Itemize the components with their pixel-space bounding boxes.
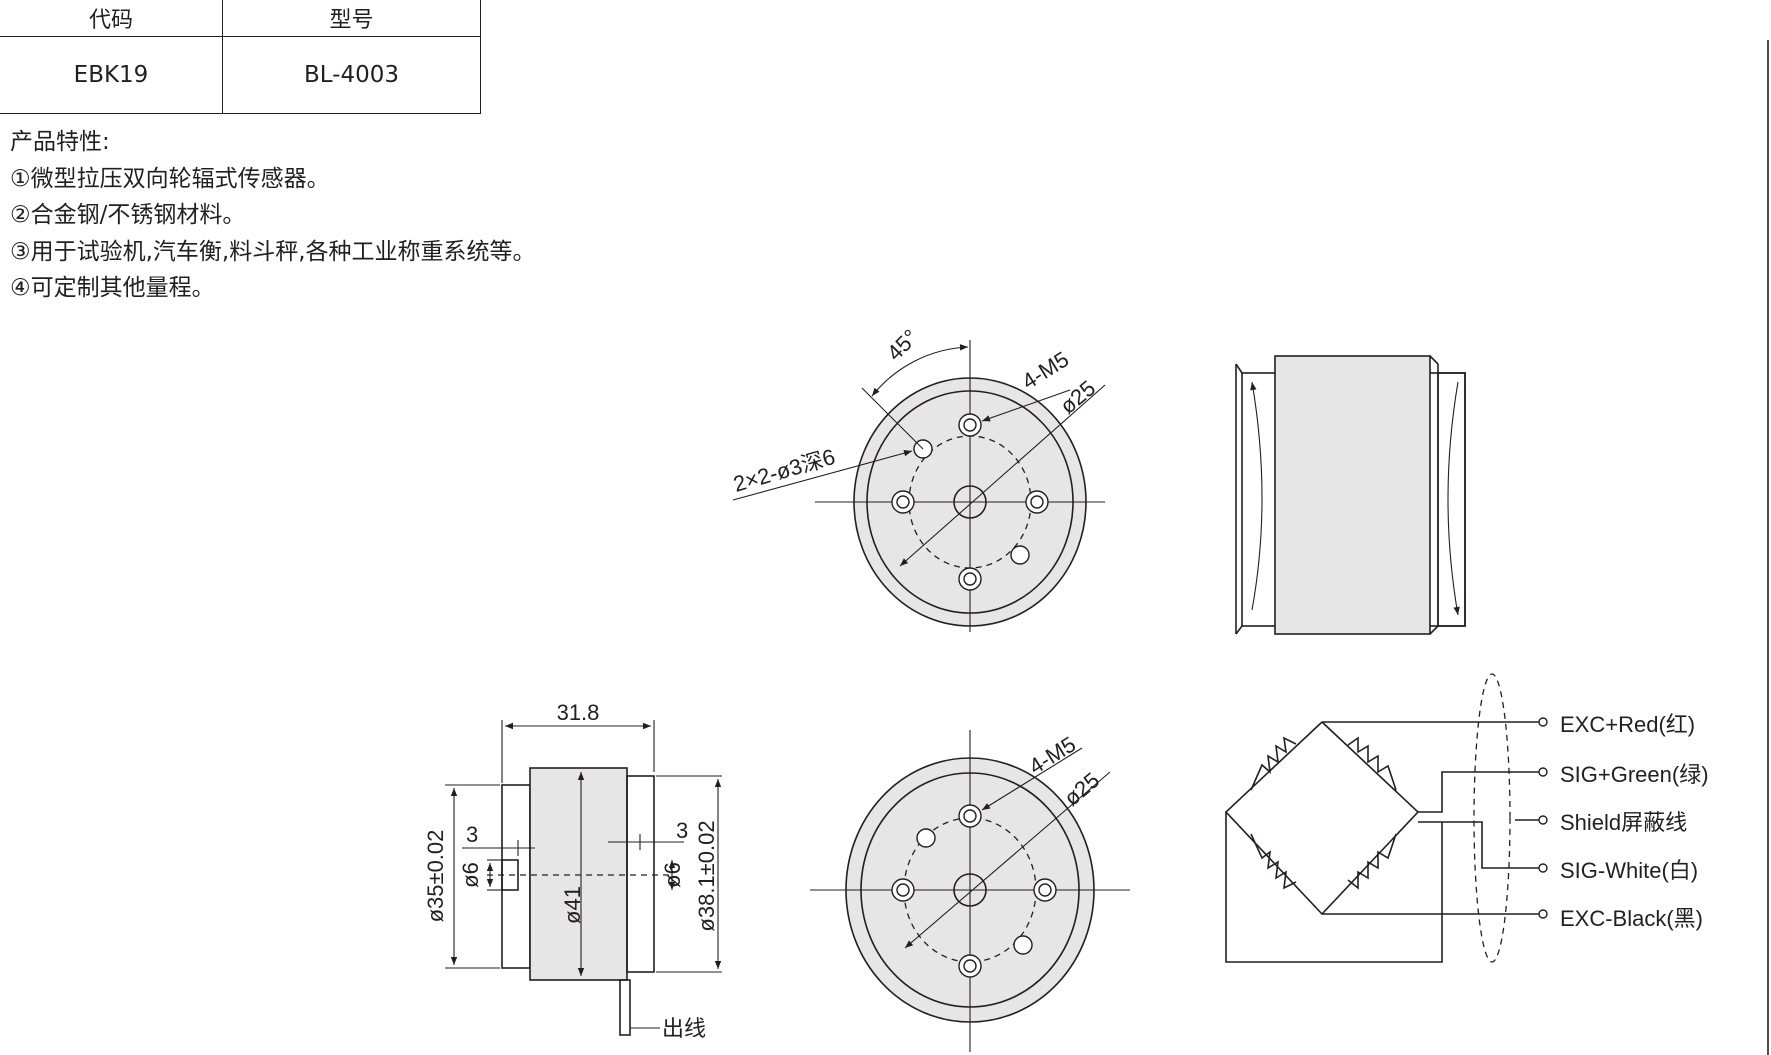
table-row: EBK19 BL-4003	[0, 36, 481, 114]
header-model: 型号	[222, 0, 481, 37]
bottom-thread-label: 4-M5	[1024, 731, 1080, 779]
force-arrow-right	[1447, 381, 1460, 616]
side-view-dimensioned: 出线 31.8 ø35±0.02 ø6 3 ø41 3 ø6 ø3	[423, 700, 722, 1041]
feature-item: ③用于试验机,汽车衡,料斗秤,各种工业称重系统等。	[10, 238, 536, 265]
top-view: 45° 4-M5 ø25 2×2-ø3深6	[730, 324, 1106, 632]
terminal-sig-minus	[1538, 863, 1548, 873]
bore-left-label: ø6	[458, 862, 483, 888]
m5-hole-right	[1033, 878, 1057, 902]
header-code: 代码	[0, 0, 223, 37]
bore-left	[501, 859, 519, 891]
side-chamfer	[1235, 625, 1243, 635]
pin-holes-label: 2×2-ø3深6	[730, 444, 837, 497]
cell-model: BL-4003	[222, 36, 481, 114]
depth-left-label: 3	[466, 822, 478, 847]
d-body-label: ø41	[560, 886, 585, 924]
features-title: 产品特性:	[10, 129, 110, 155]
wire-label-shield: Shield屏蔽线	[1560, 810, 1687, 835]
pin-hole	[1013, 935, 1033, 955]
terminal-shield	[1538, 815, 1548, 825]
side-view-upper	[1235, 355, 1466, 635]
angle-label: 45°	[882, 324, 923, 365]
side-body	[1274, 355, 1431, 635]
top-center-boss	[953, 485, 987, 519]
table-header-row: 代码 型号	[0, 0, 481, 37]
feature-item: ①微型拉压双向轮辐式传感器。	[10, 165, 330, 192]
force-arrow-left	[1250, 381, 1263, 611]
shield-ellipse	[1473, 673, 1511, 963]
bore-right-label: ø6	[660, 862, 685, 888]
depth-right-label: 3	[676, 818, 688, 843]
dim-body	[529, 767, 628, 981]
wire-sig-minus	[1418, 821, 1540, 869]
side-right-flange	[1437, 372, 1466, 627]
resistor	[1347, 736, 1397, 791]
wire-label-exc-minus: EXC-Black(黑)	[1560, 906, 1703, 931]
dim-right-flange	[626, 775, 655, 973]
terminal-exc-plus	[1538, 717, 1548, 727]
m5-hole-left	[891, 878, 915, 902]
pin-leader	[732, 450, 913, 501]
pin-hole	[916, 828, 936, 848]
side-chamfer	[1429, 355, 1439, 365]
bottom-pcd-label: ø25	[1059, 767, 1104, 811]
m5-hole-top	[958, 413, 982, 437]
bottom-center-boss	[953, 873, 987, 907]
pcd-leader	[904, 771, 1111, 949]
bottom-view: 4-M5 ø25	[810, 730, 1130, 1052]
m5-hole-top	[958, 804, 982, 828]
feature-item: ④可定制其他量程。	[10, 275, 215, 301]
terminal-sig-plus	[1538, 767, 1548, 777]
wire-label-exc-plus: EXC+Red(红)	[1560, 712, 1695, 737]
feature-item: ②合金钢/不锈钢材料。	[10, 202, 246, 228]
m5-hole-right	[1025, 490, 1049, 514]
wire-loop	[1225, 812, 1443, 963]
product-features: 产品特性: ①微型拉压双向轮辐式传感器。 ②合金钢/不锈钢材料。 ③用于试验机,…	[10, 124, 536, 307]
thread-leader	[981, 389, 1071, 422]
d-left-label: ø35±0.02	[423, 830, 448, 923]
cable	[619, 979, 631, 1036]
length-label: 31.8	[557, 700, 600, 725]
dim-left-flange	[501, 784, 531, 969]
wire-label-sig-plus: SIG+Green(绿)	[1560, 762, 1709, 787]
wiring-diagram: EXC+Red(红) SIG+Green(绿) Shield屏蔽线 SIG-Wh…	[1224, 673, 1709, 963]
side-chamfer	[1235, 363, 1243, 374]
m5-hole-left	[891, 490, 915, 514]
thread-leader	[981, 747, 1083, 811]
side-chamfer	[1429, 625, 1439, 635]
top-thread-label: 4-M5	[1017, 346, 1073, 394]
m5-hole-bottom	[958, 567, 982, 591]
terminal-exc-minus	[1538, 909, 1548, 919]
spec-table: 代码 型号 EBK19 BL-4003	[0, 0, 481, 114]
resistor	[1347, 833, 1397, 890]
wire-label-sig-minus: SIG-White(白)	[1560, 858, 1698, 883]
wire-sig-plus	[1418, 771, 1540, 813]
pcd-leader	[899, 384, 1106, 567]
cell-code: EBK19	[0, 36, 223, 114]
resistor	[1250, 736, 1297, 791]
bridge-frame	[1224, 721, 1420, 916]
resistor	[1250, 833, 1297, 890]
d-right-label: ø38.1±0.02	[694, 820, 719, 931]
top-pcd-label: ø25	[1055, 375, 1100, 419]
pin-hole	[1010, 545, 1030, 565]
angle-arc	[871, 344, 969, 397]
angle-ext-line	[861, 387, 924, 450]
m5-hole-bottom	[958, 954, 982, 978]
cable-label: 出线	[662, 1016, 706, 1041]
